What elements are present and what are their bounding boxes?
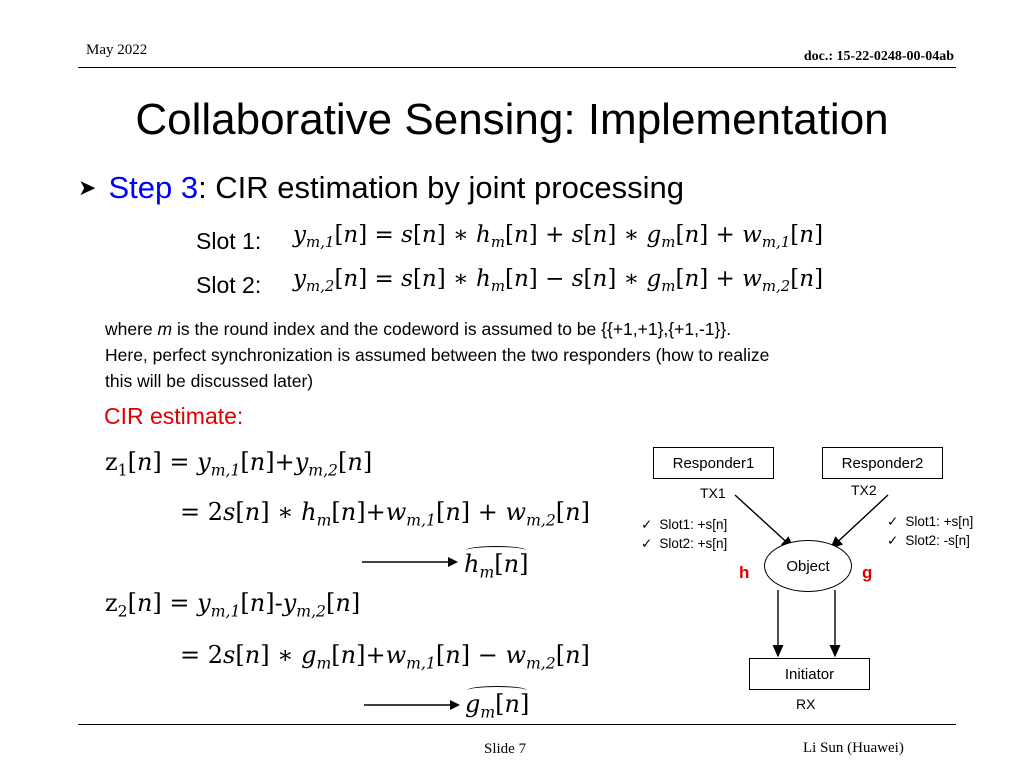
diagram-arrows bbox=[734, 494, 889, 658]
z2-equation: z2[n] = ym,1[n]-ym,2[n] bbox=[105, 589, 361, 621]
slide-number: Slide 7 bbox=[484, 741, 527, 757]
bullet-arrow-icon: ➤ bbox=[78, 175, 97, 200]
right-slot1-item: ✓Slot1: +s[n] bbox=[887, 514, 974, 529]
slot2-equation: ym,2[n] = s[n] ∗ hm[n] − s[n] ∗ gm[n] + … bbox=[293, 266, 824, 296]
check-icon: ✓ bbox=[887, 514, 899, 529]
g-channel-label: g bbox=[862, 563, 873, 582]
footer-rule bbox=[78, 724, 956, 725]
footer-author: Li Sun (Huawei) bbox=[803, 740, 904, 756]
h-channel-label: h bbox=[739, 563, 750, 582]
bullet-step3: ➤ Step 3: CIR estimation by joint proces… bbox=[78, 170, 684, 206]
tx2-label: TX2 bbox=[851, 482, 877, 498]
h-estimate-arrow bbox=[362, 557, 458, 567]
g-estimate-arrow bbox=[364, 700, 460, 710]
step-text: : CIR estimation by joint processing bbox=[198, 170, 684, 205]
left-slot-list: ✓Slot1: +s[n] ✓Slot2: +s[n] bbox=[641, 515, 727, 553]
g-estimate: gm[n] bbox=[465, 686, 530, 722]
rx-label: RX bbox=[796, 696, 816, 712]
z2-expansion: = 2s[n] ∗ gm[n]+wm,1[n] − wm,2[n] bbox=[180, 641, 590, 673]
z1-expansion: = 2s[n] ∗ hm[n]+wm,1[n] + wm,2[n] bbox=[180, 498, 590, 530]
initiator-box: Initiator bbox=[749, 658, 870, 690]
responder2-box: Responder2 bbox=[822, 447, 943, 479]
cir-estimate-heading: CIR estimate: bbox=[104, 403, 244, 429]
left-slot2-item: ✓Slot2: +s[n] bbox=[641, 536, 728, 551]
check-icon: ✓ bbox=[641, 517, 653, 532]
z1-equation: z1[n] = ym,1[n]+ym,2[n] bbox=[105, 448, 373, 480]
step-label: Step 3 bbox=[108, 170, 199, 205]
responder1-box: Responder1 bbox=[653, 447, 774, 479]
slide-title: Collaborative Sensing: Implementation bbox=[135, 95, 889, 144]
header-rule bbox=[78, 67, 956, 68]
right-slot-list: ✓Slot1: +s[n] ✓Slot2: -s[n] bbox=[887, 512, 973, 550]
object-ellipse: Object bbox=[764, 540, 852, 592]
header-doc-number: doc.: 15-22-0248-00-04ab bbox=[803, 49, 954, 64]
arrow-r1-object bbox=[734, 494, 795, 549]
slot1-equation: ym,1[n] = s[n] ∗ hm[n] + s[n] ∗ gm[n] + … bbox=[293, 222, 824, 252]
check-icon: ✓ bbox=[641, 536, 653, 551]
arrow-r2-object bbox=[829, 494, 889, 549]
slot1-label: Slot 1: bbox=[196, 228, 262, 254]
left-slot1-item: ✓Slot1: +s[n] bbox=[641, 517, 728, 532]
tx1-label: TX1 bbox=[700, 485, 726, 501]
check-icon: ✓ bbox=[887, 533, 899, 548]
right-slot2-item: ✓Slot2: -s[n] bbox=[887, 533, 970, 548]
header-date: May 2022 bbox=[86, 42, 148, 58]
h-estimate: hm[n] bbox=[464, 546, 529, 582]
slot2-label: Slot 2: bbox=[196, 272, 262, 298]
description-paragraph: where m is the round index and the codew… bbox=[105, 319, 770, 391]
